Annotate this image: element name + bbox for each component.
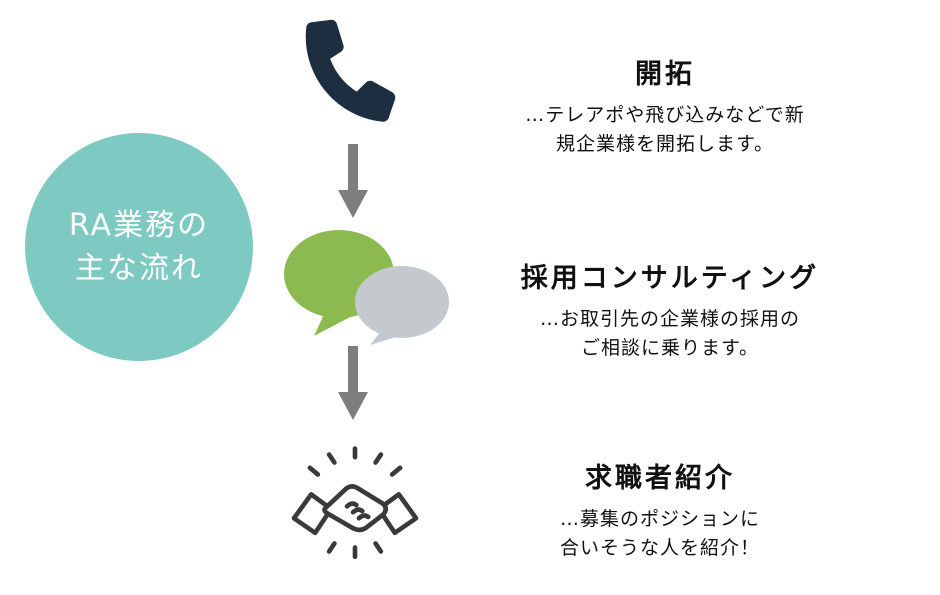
step-description-line: …テレアポや飛び込みなどで新 <box>525 104 805 126</box>
step-description-line: ご相談に乗ります。 <box>580 337 760 360</box>
step-block-prospecting: 開拓 …テレアポや飛び込みなどで新 規企業様を開拓します。 <box>475 52 855 160</box>
flow-title-line-1: RA業務の <box>68 207 210 243</box>
step-description: …テレアポや飛び込みなどで新 規企業様を開拓します。 <box>475 101 855 160</box>
step-block-consulting: 採用コンサルティング …お取引先の企業様の採用の ご相談に乗ります。 <box>470 256 870 364</box>
step-block-referral: 求職者紹介 …募集のポジションに 合いそうな人を紹介！ <box>480 456 840 564</box>
step-title: 求職者紹介 <box>585 463 735 494</box>
phone-icon <box>297 15 403 124</box>
down-arrow-icon <box>334 144 372 220</box>
gray-bubble <box>355 266 449 345</box>
flow-title-line-2: 主な流れ <box>75 251 203 286</box>
step-description-line: 規企業様を開拓します。 <box>555 133 775 156</box>
step-title: 採用コンサルティング <box>520 263 820 294</box>
speech-bubbles-icon <box>282 228 454 346</box>
handshake-icon <box>282 436 428 570</box>
step-description: …お取引先の企業様の採用の ご相談に乗ります。 <box>470 305 870 364</box>
step-description-line: …募集のポジションに <box>559 508 760 530</box>
down-arrow-icon <box>334 346 372 422</box>
flow-title-badge: RA業務の 主な流れ <box>25 133 253 361</box>
sparkle-rays <box>307 446 403 560</box>
step-title: 開拓 <box>635 59 695 90</box>
step-description-line: …お取引先の企業様の採用の <box>539 308 800 330</box>
step-description: …募集のポジションに 合いそうな人を紹介！ <box>480 505 840 564</box>
step-description-line: 合いそうな人を紹介！ <box>559 537 760 560</box>
